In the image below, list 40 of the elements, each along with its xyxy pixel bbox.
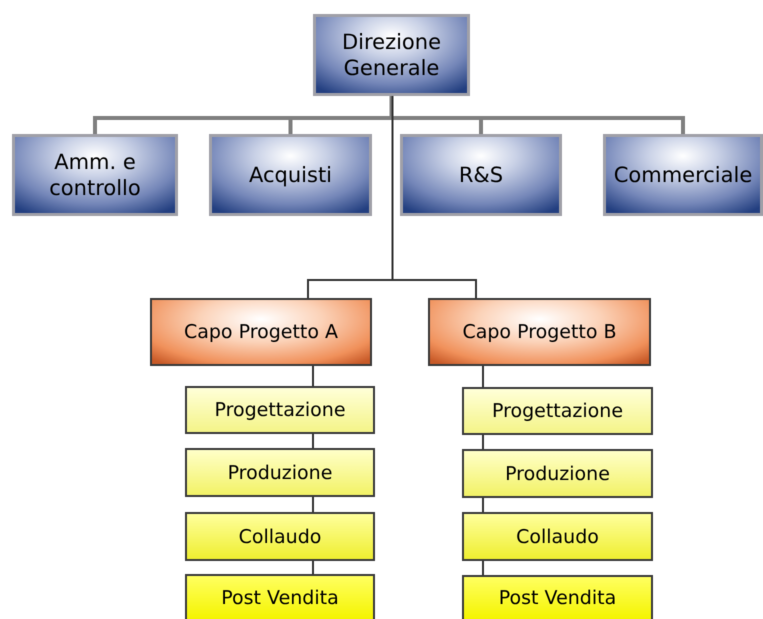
department-box	[209, 134, 372, 216]
box-label: Capo Progetto A	[182, 321, 340, 343]
phase-box	[462, 449, 653, 498]
box-label: Post Vendita	[498, 587, 618, 609]
box-label: R&S	[458, 162, 504, 188]
connector-line	[312, 497, 314, 512]
phase-box	[462, 575, 653, 619]
connector-line	[482, 435, 484, 449]
box-label: Collaudo	[238, 526, 322, 548]
department-box	[603, 134, 763, 216]
phase-box	[185, 574, 375, 619]
box-label: Capo Progetto B	[461, 321, 618, 343]
box-label: Post Vendita	[220, 586, 340, 608]
connector-line	[390, 96, 685, 134]
phase-box	[185, 512, 375, 561]
department-box	[400, 134, 562, 216]
phase-box	[185, 386, 375, 434]
department-box	[313, 14, 470, 96]
project-lead-box	[428, 298, 651, 366]
phase-box	[462, 387, 653, 435]
connector-line	[312, 366, 314, 386]
connector-line	[482, 366, 484, 387]
connector-line	[482, 561, 484, 575]
project-lead-box	[150, 298, 372, 366]
box-label: Amm. e controllo	[48, 148, 142, 202]
box-label: Direzione Generale	[340, 28, 442, 82]
box-label: Acquisti	[248, 162, 334, 188]
box-label: Progettazione	[213, 399, 347, 421]
box-label: Progettazione	[490, 400, 624, 422]
box-label: Collaudo	[515, 526, 600, 548]
phase-box	[185, 448, 375, 497]
connector-line	[392, 96, 477, 298]
phase-box	[462, 512, 653, 561]
box-label: Produzione	[226, 462, 334, 484]
box-label: Commerciale	[612, 162, 754, 188]
department-box	[12, 134, 178, 216]
connector-line	[482, 498, 484, 512]
connector-line	[312, 561, 314, 574]
box-label: Produzione	[504, 462, 611, 484]
connector-line	[312, 434, 314, 448]
